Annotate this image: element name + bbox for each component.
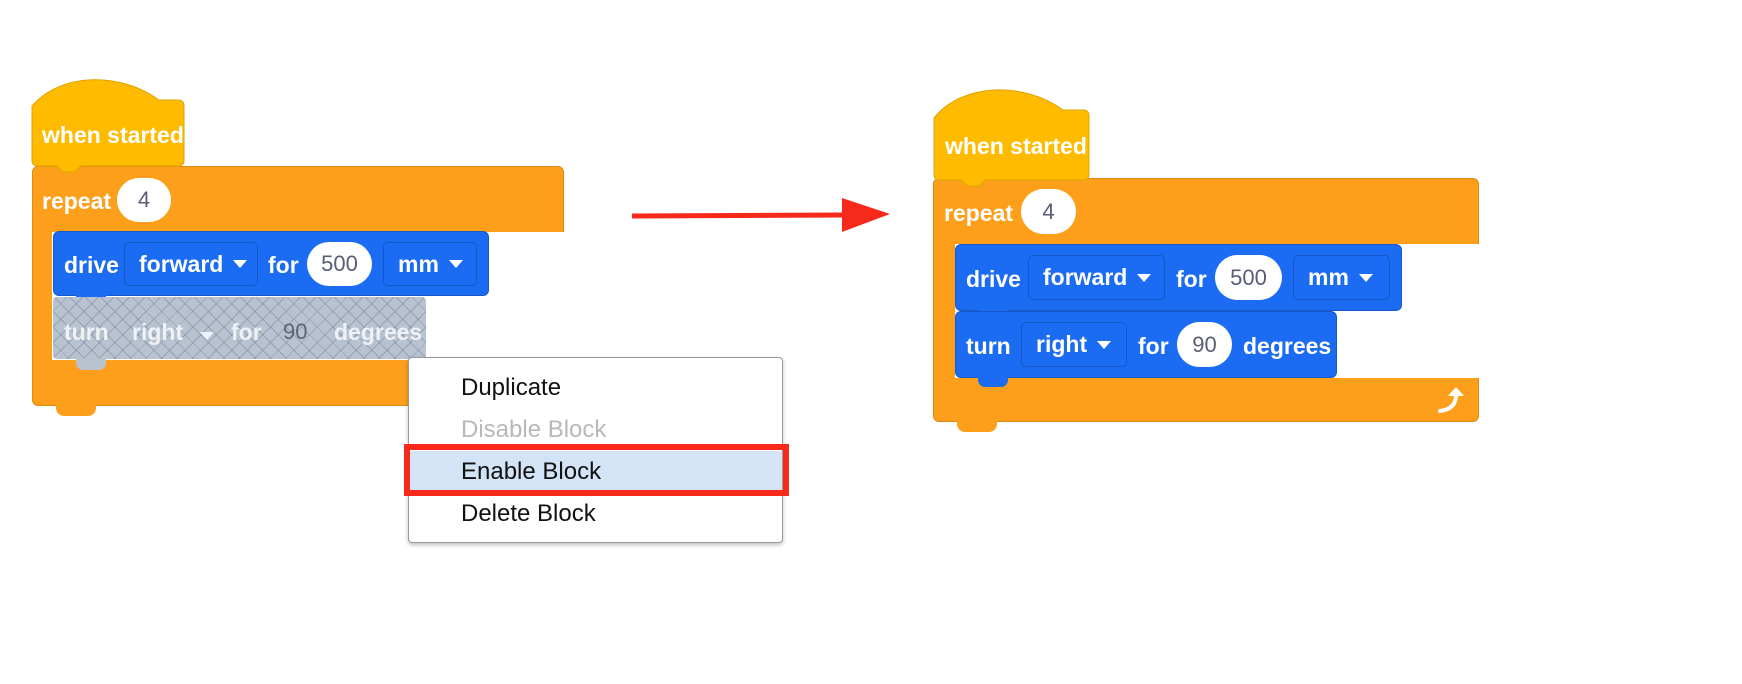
drive-unit-value: mm [398, 250, 439, 277]
turn-unit-label: degrees [334, 319, 423, 345]
chevron-down-icon [199, 332, 214, 340]
chevron-down-icon [233, 260, 248, 268]
chevron-down-icon [1097, 340, 1112, 349]
chevron-down-icon [1358, 273, 1373, 282]
enable-block-highlight-box [404, 444, 789, 496]
menu-item-delete-block[interactable]: Delete Block [461, 500, 596, 527]
turn-angle-input[interactable]: 90 [283, 319, 308, 344]
menu-item-duplicate[interactable]: Duplicate [461, 374, 562, 401]
repeat-label: repeat [944, 200, 1014, 226]
repeat-count-input[interactable]: 4 [117, 178, 171, 222]
turn-direction-value: right [1036, 331, 1088, 357]
drive-for-label: for [1176, 266, 1207, 292]
drive-distance-input[interactable]: 500 [307, 242, 372, 286]
chevron-down-icon [1137, 273, 1152, 282]
drive-direction-dropdown[interactable]: forward [124, 242, 258, 286]
right-arrow-icon [631, 198, 890, 232]
drive-label: drive [966, 266, 1021, 292]
turn-block-disabled[interactable] [53, 297, 426, 359]
menu-item-disable-block: Disable Block [461, 416, 607, 443]
turn-block[interactable] [955, 311, 1337, 378]
repeat-label: repeat [42, 188, 112, 214]
turn-angle-input[interactable]: 90 [1177, 322, 1232, 367]
repeat-count-input[interactable]: 4 [1021, 189, 1076, 234]
turn-direction-dropdown[interactable]: right [132, 319, 214, 346]
turn-direction-value: right [132, 319, 184, 345]
context-menu: Duplicate Disable Block Enable Block Del… [408, 357, 783, 543]
loop-bottom-tab [56, 402, 96, 416]
when-started-hat-block[interactable] [31, 78, 186, 173]
hat-label: when started [945, 133, 1087, 159]
drive-direction-value: forward [1043, 264, 1128, 290]
drive-distance-input[interactable]: 500 [1215, 255, 1282, 300]
drive-label: drive [64, 252, 119, 278]
drive-direction-value: forward [139, 250, 224, 277]
turn-label: turn [64, 319, 109, 345]
turn-label: turn [966, 333, 1011, 359]
turn-unit-label: degrees [1243, 333, 1332, 359]
drive-unit-value: mm [1308, 264, 1349, 290]
menu-item-enable-block[interactable]: Enable Block [409, 451, 782, 493]
turn-for-label: for [231, 319, 262, 345]
drive-direction-dropdown[interactable]: forward [1028, 255, 1165, 300]
when-started-hat-block[interactable] [933, 88, 1090, 187]
loop-arrow-icon [1438, 387, 1464, 413]
drive-for-label: for [268, 252, 299, 278]
loop-bottom-tab [957, 418, 997, 432]
hat-label: when started [42, 122, 184, 148]
drive-unit-dropdown[interactable]: mm [1293, 255, 1390, 300]
turn-block-tab [76, 358, 106, 370]
drive-unit-dropdown[interactable]: mm [383, 242, 477, 286]
turn-direction-dropdown[interactable]: right [1021, 322, 1127, 367]
turn-block-tab [978, 375, 1008, 387]
turn-for-label: for [1138, 333, 1169, 359]
chevron-down-icon [448, 260, 463, 268]
